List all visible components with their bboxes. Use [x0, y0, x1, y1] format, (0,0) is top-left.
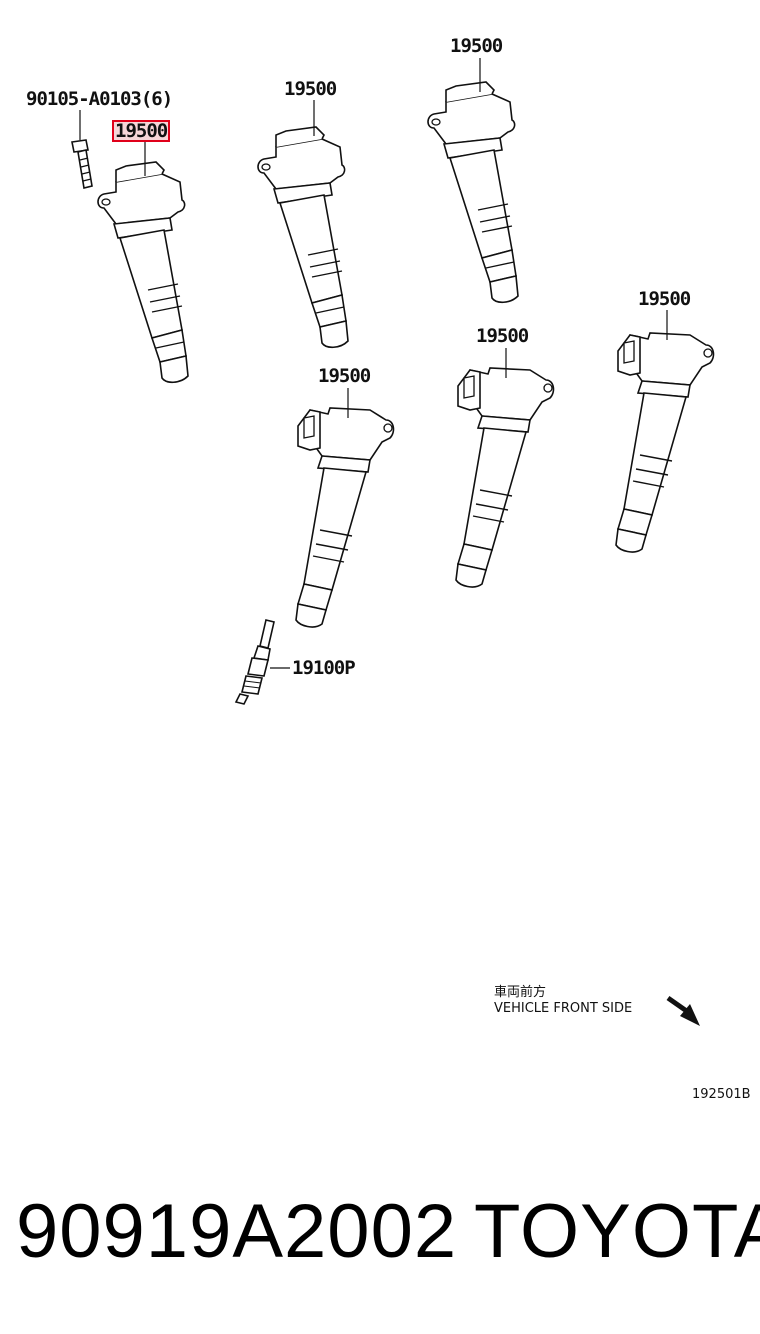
spark-plug-part	[234, 619, 275, 705]
callout-spark-plug[interactable]: 19100P	[292, 657, 356, 679]
callout-coil-4[interactable]: 19500	[318, 365, 371, 387]
leader-lines	[144, 58, 668, 669]
callout-coil-6[interactable]: 19500	[638, 288, 691, 310]
footer: 90919A2002 TOYOTA	[0, 1180, 760, 1290]
ignition-coil-5	[455, 367, 555, 588]
part-number: 90919A2002	[16, 1189, 458, 1274]
callout-coil-2[interactable]: 19500	[284, 78, 337, 100]
front-side-note-en: VEHICLE FRONT SIDE	[494, 1001, 633, 1016]
exploded-parts-diagram	[71, 58, 715, 1026]
callout-coil-5[interactable]: 19500	[476, 325, 529, 347]
figure-number: 192501B	[692, 1087, 751, 1102]
front-direction-arrow	[666, 995, 700, 1026]
callout-coil-highlighted[interactable]: 19500	[112, 120, 171, 142]
brand-name: TOYOTA	[474, 1189, 760, 1274]
front-side-note-jp: 車両前方	[494, 985, 547, 1000]
callout-bolt[interactable]: 90105-A0103(6)	[26, 88, 173, 110]
ignition-coil-6	[615, 332, 715, 553]
ignition-coil-1	[97, 161, 189, 384]
callout-coil-3[interactable]: 19500	[450, 35, 503, 57]
bolt-part	[71, 110, 93, 189]
ignition-coil-3	[427, 81, 519, 304]
ignition-coil-4	[295, 407, 395, 628]
ignition-coil-2	[257, 126, 349, 349]
